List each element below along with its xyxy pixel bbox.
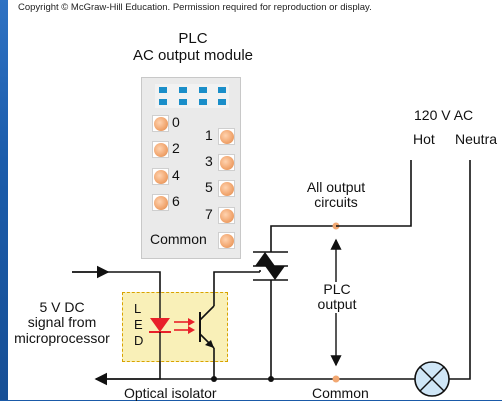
- lamp-cross: [419, 366, 445, 392]
- status-led: [218, 87, 226, 93]
- terminal-4: [152, 168, 169, 185]
- terminal-1: [218, 128, 235, 145]
- phototransistor-collector: [199, 305, 215, 321]
- common-terminal-dot: [332, 375, 340, 383]
- plc-output-line1: PLC: [323, 281, 351, 297]
- light-ray-head: [188, 318, 195, 326]
- hot-wire: [336, 160, 412, 227]
- terminal-screw-icon: [154, 143, 168, 157]
- terminal-0: [152, 115, 169, 132]
- terminal-screw-icon: [154, 196, 168, 210]
- terminal-7-label: 7: [205, 206, 213, 222]
- copyright-notice: Copyright © McGraw-Hill Education. Permi…: [8, 0, 502, 16]
- signal-line2: signal from: [27, 314, 97, 331]
- triac-icon: [255, 252, 275, 266]
- signal-line1: 5 V DC: [39, 299, 85, 315]
- all-outputs-label: All output circuits: [290, 179, 382, 211]
- terminal-screw-icon: [154, 170, 168, 184]
- plc-output-label: PLC output: [302, 281, 372, 313]
- terminal-7: [218, 207, 235, 224]
- figure-canvas: [8, 0, 502, 400]
- led-letter: E: [134, 317, 143, 332]
- status-led: [179, 99, 187, 105]
- signal-description: 5 V DC signal from microprocessor: [8, 299, 116, 346]
- terminal-3: [218, 154, 235, 171]
- collector-wire: [213, 271, 260, 306]
- terminal-screw-icon: [220, 234, 234, 248]
- led-diode-icon: [150, 318, 170, 332]
- signal-input-wire: [72, 271, 161, 293]
- terminal-screw-icon: [220, 182, 234, 196]
- light-ray-head: [188, 326, 195, 334]
- status-led: [159, 99, 167, 105]
- supply-voltage-label: 120 V AC: [414, 107, 474, 123]
- terminal-5: [218, 180, 235, 197]
- terminal-screw-icon: [220, 130, 234, 144]
- terminal-2: [152, 141, 169, 158]
- terminal-screw-icon: [220, 156, 234, 170]
- status-led: [179, 87, 187, 93]
- terminal-screw-icon: [220, 209, 234, 223]
- terminal-6: [152, 194, 169, 211]
- led-letter: L: [134, 301, 142, 316]
- terminal-5-label: 5: [205, 179, 213, 195]
- neutral-label: Neutra: [455, 131, 498, 147]
- junction-dot: [211, 376, 217, 382]
- signal-return-wire: [96, 361, 161, 380]
- common-bus-label: Common: [312, 385, 369, 401]
- plc-output-line2: output: [317, 296, 357, 313]
- terminal-4-label: 4: [172, 167, 180, 183]
- module-title: PLC AC output module: [118, 30, 268, 64]
- status-led-strip: [155, 84, 229, 108]
- common-terminal: [218, 232, 235, 249]
- optical-isolator-label: Optical isolator: [124, 385, 217, 401]
- triac-icon-lower: [265, 266, 285, 280]
- slide-background: [0, 0, 8, 400]
- led-letter: D: [134, 333, 144, 348]
- terminal-1-label: 1: [205, 127, 213, 143]
- terminal-2-label: 2: [172, 140, 180, 156]
- emitter-arrow-icon: [205, 340, 214, 348]
- terminal-0-label: 0: [172, 114, 180, 130]
- all-outputs-line1: All output: [306, 179, 366, 195]
- status-led: [218, 99, 226, 105]
- all-outputs-line2: circuits: [314, 194, 358, 211]
- status-led: [199, 99, 207, 105]
- terminal-3-label: 3: [205, 153, 213, 169]
- terminal-screw-icon: [154, 117, 168, 131]
- triac-top-wire: [270, 225, 336, 252]
- lamp-to-neutral-wire: [449, 160, 471, 380]
- status-led: [159, 87, 167, 93]
- optical-isolator-box: [122, 292, 228, 362]
- module-title-line2: AC output module: [132, 46, 254, 64]
- hot-label: Hot: [413, 131, 435, 147]
- plc-output-module: 0 2 4 6 1 3 5 7 Common: [141, 77, 241, 259]
- terminal-6-label: 6: [172, 193, 180, 209]
- module-title-line1: PLC: [178, 30, 208, 47]
- common-terminal-label: Common: [150, 231, 207, 247]
- signal-line3: microprocessor: [14, 329, 110, 346]
- status-led: [199, 87, 207, 93]
